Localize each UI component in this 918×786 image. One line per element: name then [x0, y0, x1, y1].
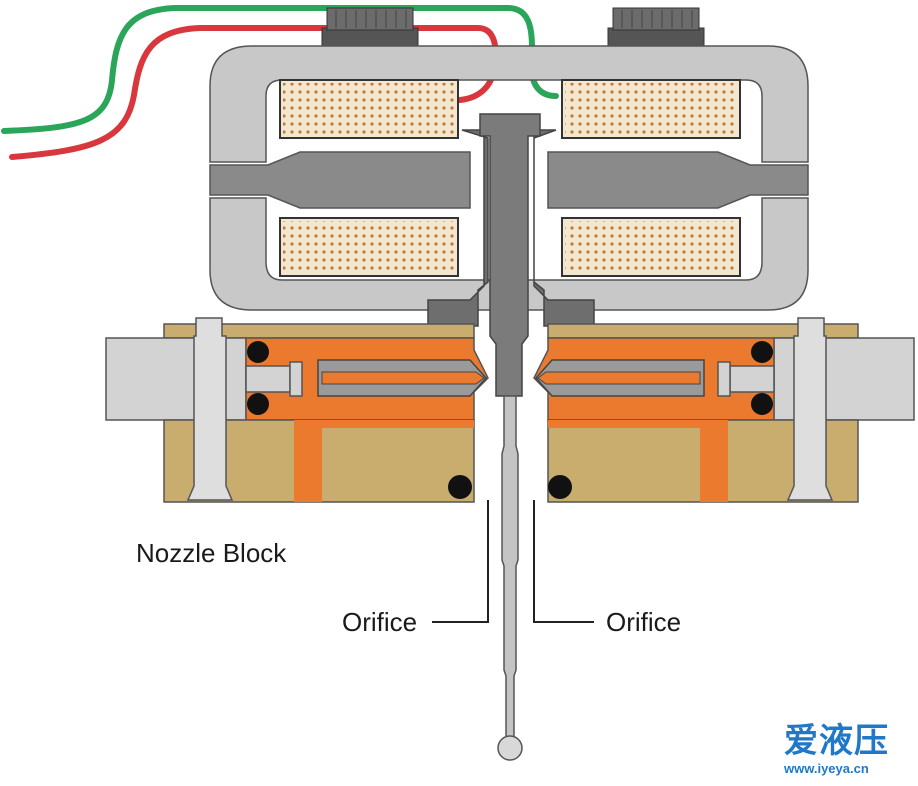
coil-lower-right	[561, 217, 741, 277]
feedback-spring	[501, 395, 519, 741]
watermark-url: www.iyeya.cn	[784, 761, 869, 776]
upper-pole-piece	[209, 45, 809, 163]
nozzle-block-label: Nozzle Block	[136, 538, 287, 568]
nozzle-block-right	[533, 317, 915, 503]
coil-upper-left	[279, 79, 459, 139]
flapper	[479, 113, 541, 397]
connector-left	[321, 7, 419, 49]
coil-lower-left	[279, 217, 459, 277]
coil-upper-right	[561, 79, 741, 139]
orifice-leader-left	[432, 500, 489, 623]
watermark: 爱液压 www.iyeya.cn	[784, 724, 914, 775]
armature	[209, 151, 809, 209]
orifice-leader-right	[533, 500, 594, 623]
nozzle-block-left	[105, 317, 489, 503]
orifice-label-right: Orifice	[606, 607, 682, 637]
feedback-ball	[497, 735, 523, 761]
orifice-label-left: Orifice	[342, 607, 418, 637]
watermark-title: 爱液压	[784, 722, 889, 760]
lower-pole-piece	[209, 197, 809, 311]
connector-right	[607, 7, 705, 49]
